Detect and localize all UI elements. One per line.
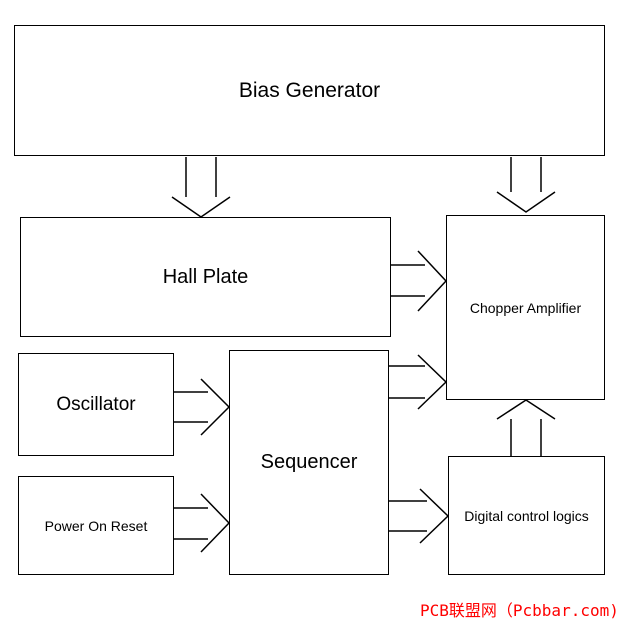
oscillator-block: Oscillator bbox=[18, 353, 174, 456]
hall-plate-label: Hall Plate bbox=[162, 265, 249, 288]
watermark-text: PCB联盟网（Pcbbar.com) bbox=[420, 601, 619, 620]
sequencer-label: Sequencer bbox=[260, 451, 358, 473]
arrow-digital-to-chopper bbox=[496, 399, 556, 456]
power-on-reset-block: Power On Reset bbox=[18, 476, 174, 575]
power-on-reset-label: Power On Reset bbox=[44, 517, 148, 534]
chopper-amplifier-block: Chopper Amplifier bbox=[446, 215, 605, 400]
bias-generator-block: Bias Generator bbox=[14, 25, 605, 156]
arrow-bias-to-chopper bbox=[496, 157, 556, 213]
hall-plate-block: Hall Plate bbox=[20, 217, 391, 337]
digital-control-logics-block: Digital control logics bbox=[448, 456, 605, 575]
oscillator-label: Oscillator bbox=[56, 393, 136, 415]
arrow-reset-to-sequencer bbox=[174, 493, 231, 553]
sequencer-block: Sequencer bbox=[229, 350, 389, 575]
digital-control-logics-label: Digital control logics bbox=[464, 507, 589, 524]
arrow-oscillator-to-sequencer bbox=[174, 378, 231, 436]
arrow-sequencer-to-digital bbox=[389, 488, 450, 544]
bias-generator-label: Bias Generator bbox=[238, 78, 381, 102]
arrow-sequencer-to-chopper bbox=[389, 354, 448, 410]
chopper-amplifier-label: Chopper Amplifier bbox=[469, 299, 582, 316]
arrow-bias-to-hall bbox=[171, 157, 231, 218]
arrow-hall-to-chopper bbox=[391, 250, 448, 312]
